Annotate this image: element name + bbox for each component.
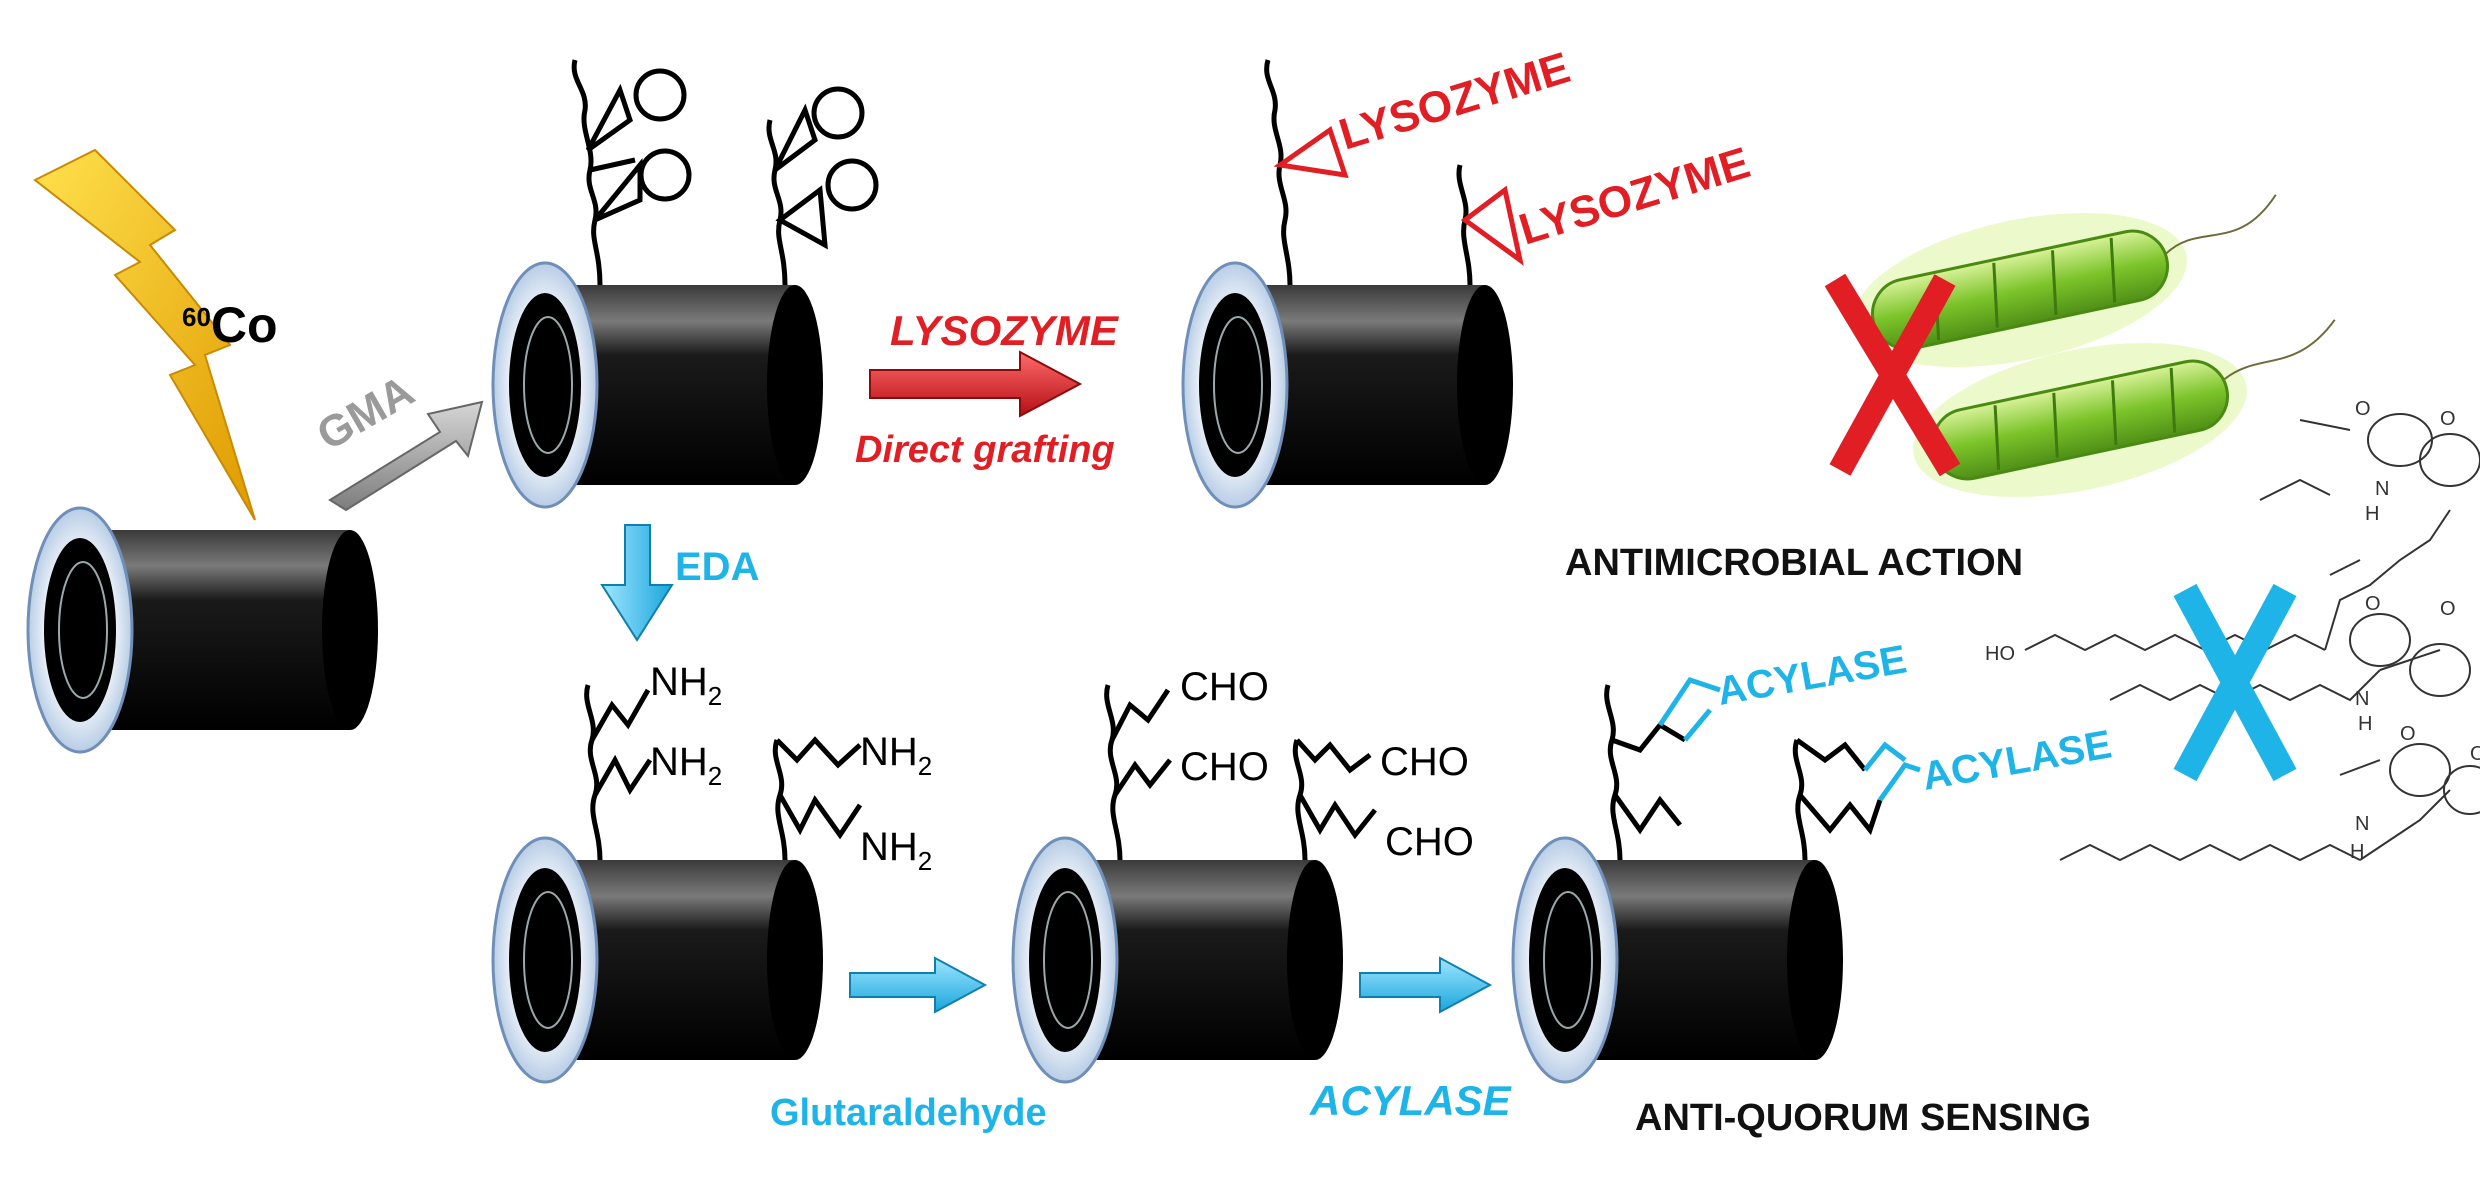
svg-text:H: H — [2350, 841, 2364, 863]
glutaraldehyde-label: Glutaraldehyde — [770, 1092, 1047, 1134]
nh2-groups: NH2 NH2 NH2 NH2 — [650, 660, 932, 876]
svg-text:O: O — [2440, 408, 2456, 430]
aldehyde-polymer-chains — [1104, 684, 1377, 861]
lysozyme-polymer-chains — [1264, 59, 1524, 286]
gamma-radiation-bolt-icon — [33, 148, 256, 521]
acylase-arrow — [1359, 956, 1493, 1014]
svg-text:H: H — [2358, 713, 2372, 735]
ahl-atom-labels: HO O O N H O O N H O O N H — [1985, 398, 2480, 863]
bacteria-icons — [1853, 194, 2336, 498]
eda-label: EDA — [675, 545, 759, 589]
ahl-signal-molecules — [2024, 413, 2480, 862]
svg-text:O: O — [2365, 593, 2381, 615]
direct-grafting-label: Direct grafting — [855, 429, 1115, 471]
svg-text:CHO: CHO — [1380, 740, 1469, 784]
acylase-label-2: ACYLASE — [1919, 722, 2115, 799]
svg-text:CHO: CHO — [1180, 665, 1269, 709]
svg-text:CHO: CHO — [1385, 820, 1474, 864]
amine-polymer-chains — [584, 684, 863, 861]
cho-groups: CHO CHO CHO CHO — [1180, 665, 1474, 864]
gma-arrow — [328, 400, 484, 512]
epoxy-polymer-chains — [571, 59, 879, 286]
svg-text:O: O — [2400, 723, 2416, 745]
svg-text:HO: HO — [1985, 643, 2015, 665]
lysozyme-arrow — [869, 350, 1083, 418]
eda-arrow — [600, 524, 674, 642]
antimicrobial-cross-icon — [1824, 273, 1961, 477]
svg-text:NH2: NH2 — [860, 730, 932, 781]
svg-text:O: O — [2470, 743, 2480, 765]
svg-text:CHO: CHO — [1180, 745, 1269, 789]
antimicrobial-action-label: ANTIMICROBIAL ACTION — [1565, 542, 2023, 584]
lysozyme-arrow-label: LYSOZYME — [890, 307, 1120, 354]
gma-label: GMA — [309, 366, 422, 460]
svg-text:O: O — [2355, 398, 2371, 420]
acylase-label-1: ACYLASE — [1714, 637, 1910, 714]
svg-text:H: H — [2365, 503, 2379, 525]
aldehyde-functionalized-tube — [1011, 836, 1343, 1084]
quorum-sensing-cross-icon — [2173, 583, 2297, 782]
svg-text:O: O — [2440, 598, 2456, 620]
svg-text:N: N — [2355, 813, 2369, 835]
cobalt-60-label: 60Co — [182, 297, 278, 353]
acylase-polymer-chains — [1604, 677, 1921, 861]
svg-text:N: N — [2355, 688, 2369, 710]
svg-text:NH2: NH2 — [860, 825, 932, 876]
gma-grafted-tube — [491, 261, 823, 509]
lysozyme-label-2: LYSOZYME — [1514, 138, 1756, 254]
acylase-grafted-tube — [1511, 836, 1843, 1084]
glutaraldehyde-arrow — [849, 956, 988, 1014]
svg-text:NH2: NH2 — [650, 660, 722, 711]
anti-quorum-sensing-label: ANTI-QUORUM SENSING — [1635, 1097, 2091, 1139]
svg-text:N: N — [2375, 478, 2389, 500]
lysozyme-label-1: LYSOZYME — [1334, 43, 1576, 159]
lysozyme-grafted-tube — [1181, 261, 1513, 509]
base-membrane-tube — [26, 506, 378, 754]
amine-functionalized-tube — [491, 836, 823, 1084]
svg-text:NH2: NH2 — [650, 740, 722, 791]
acylase-arrow-label: ACYLASE — [1309, 1077, 1513, 1124]
